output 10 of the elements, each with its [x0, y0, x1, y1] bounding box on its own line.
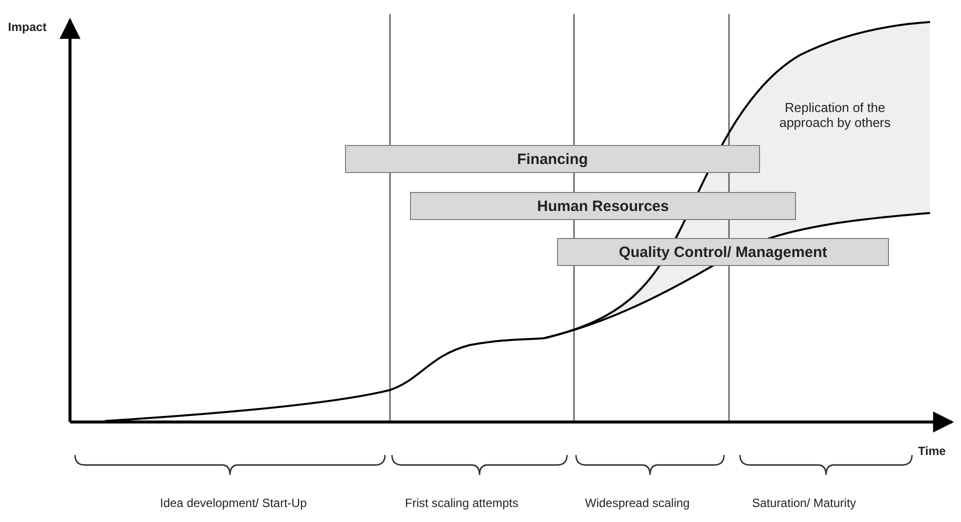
horizontal-bar: Human Resources — [410, 192, 796, 220]
phase-label: Widespread scaling — [585, 496, 690, 510]
phase-label: Idea development/ Start-Up — [160, 496, 307, 510]
horizontal-bar: Quality Control/ Management — [557, 238, 889, 266]
annotation-text: Replication of the approach by others — [778, 100, 892, 130]
horizontal-bar: Financing — [345, 145, 760, 173]
axis-label: Time — [918, 444, 946, 458]
phase-label: Saturation/ Maturity — [752, 496, 856, 510]
phase-label: Frist scaling attempts — [405, 496, 518, 510]
axis-label: Impact — [8, 20, 47, 34]
